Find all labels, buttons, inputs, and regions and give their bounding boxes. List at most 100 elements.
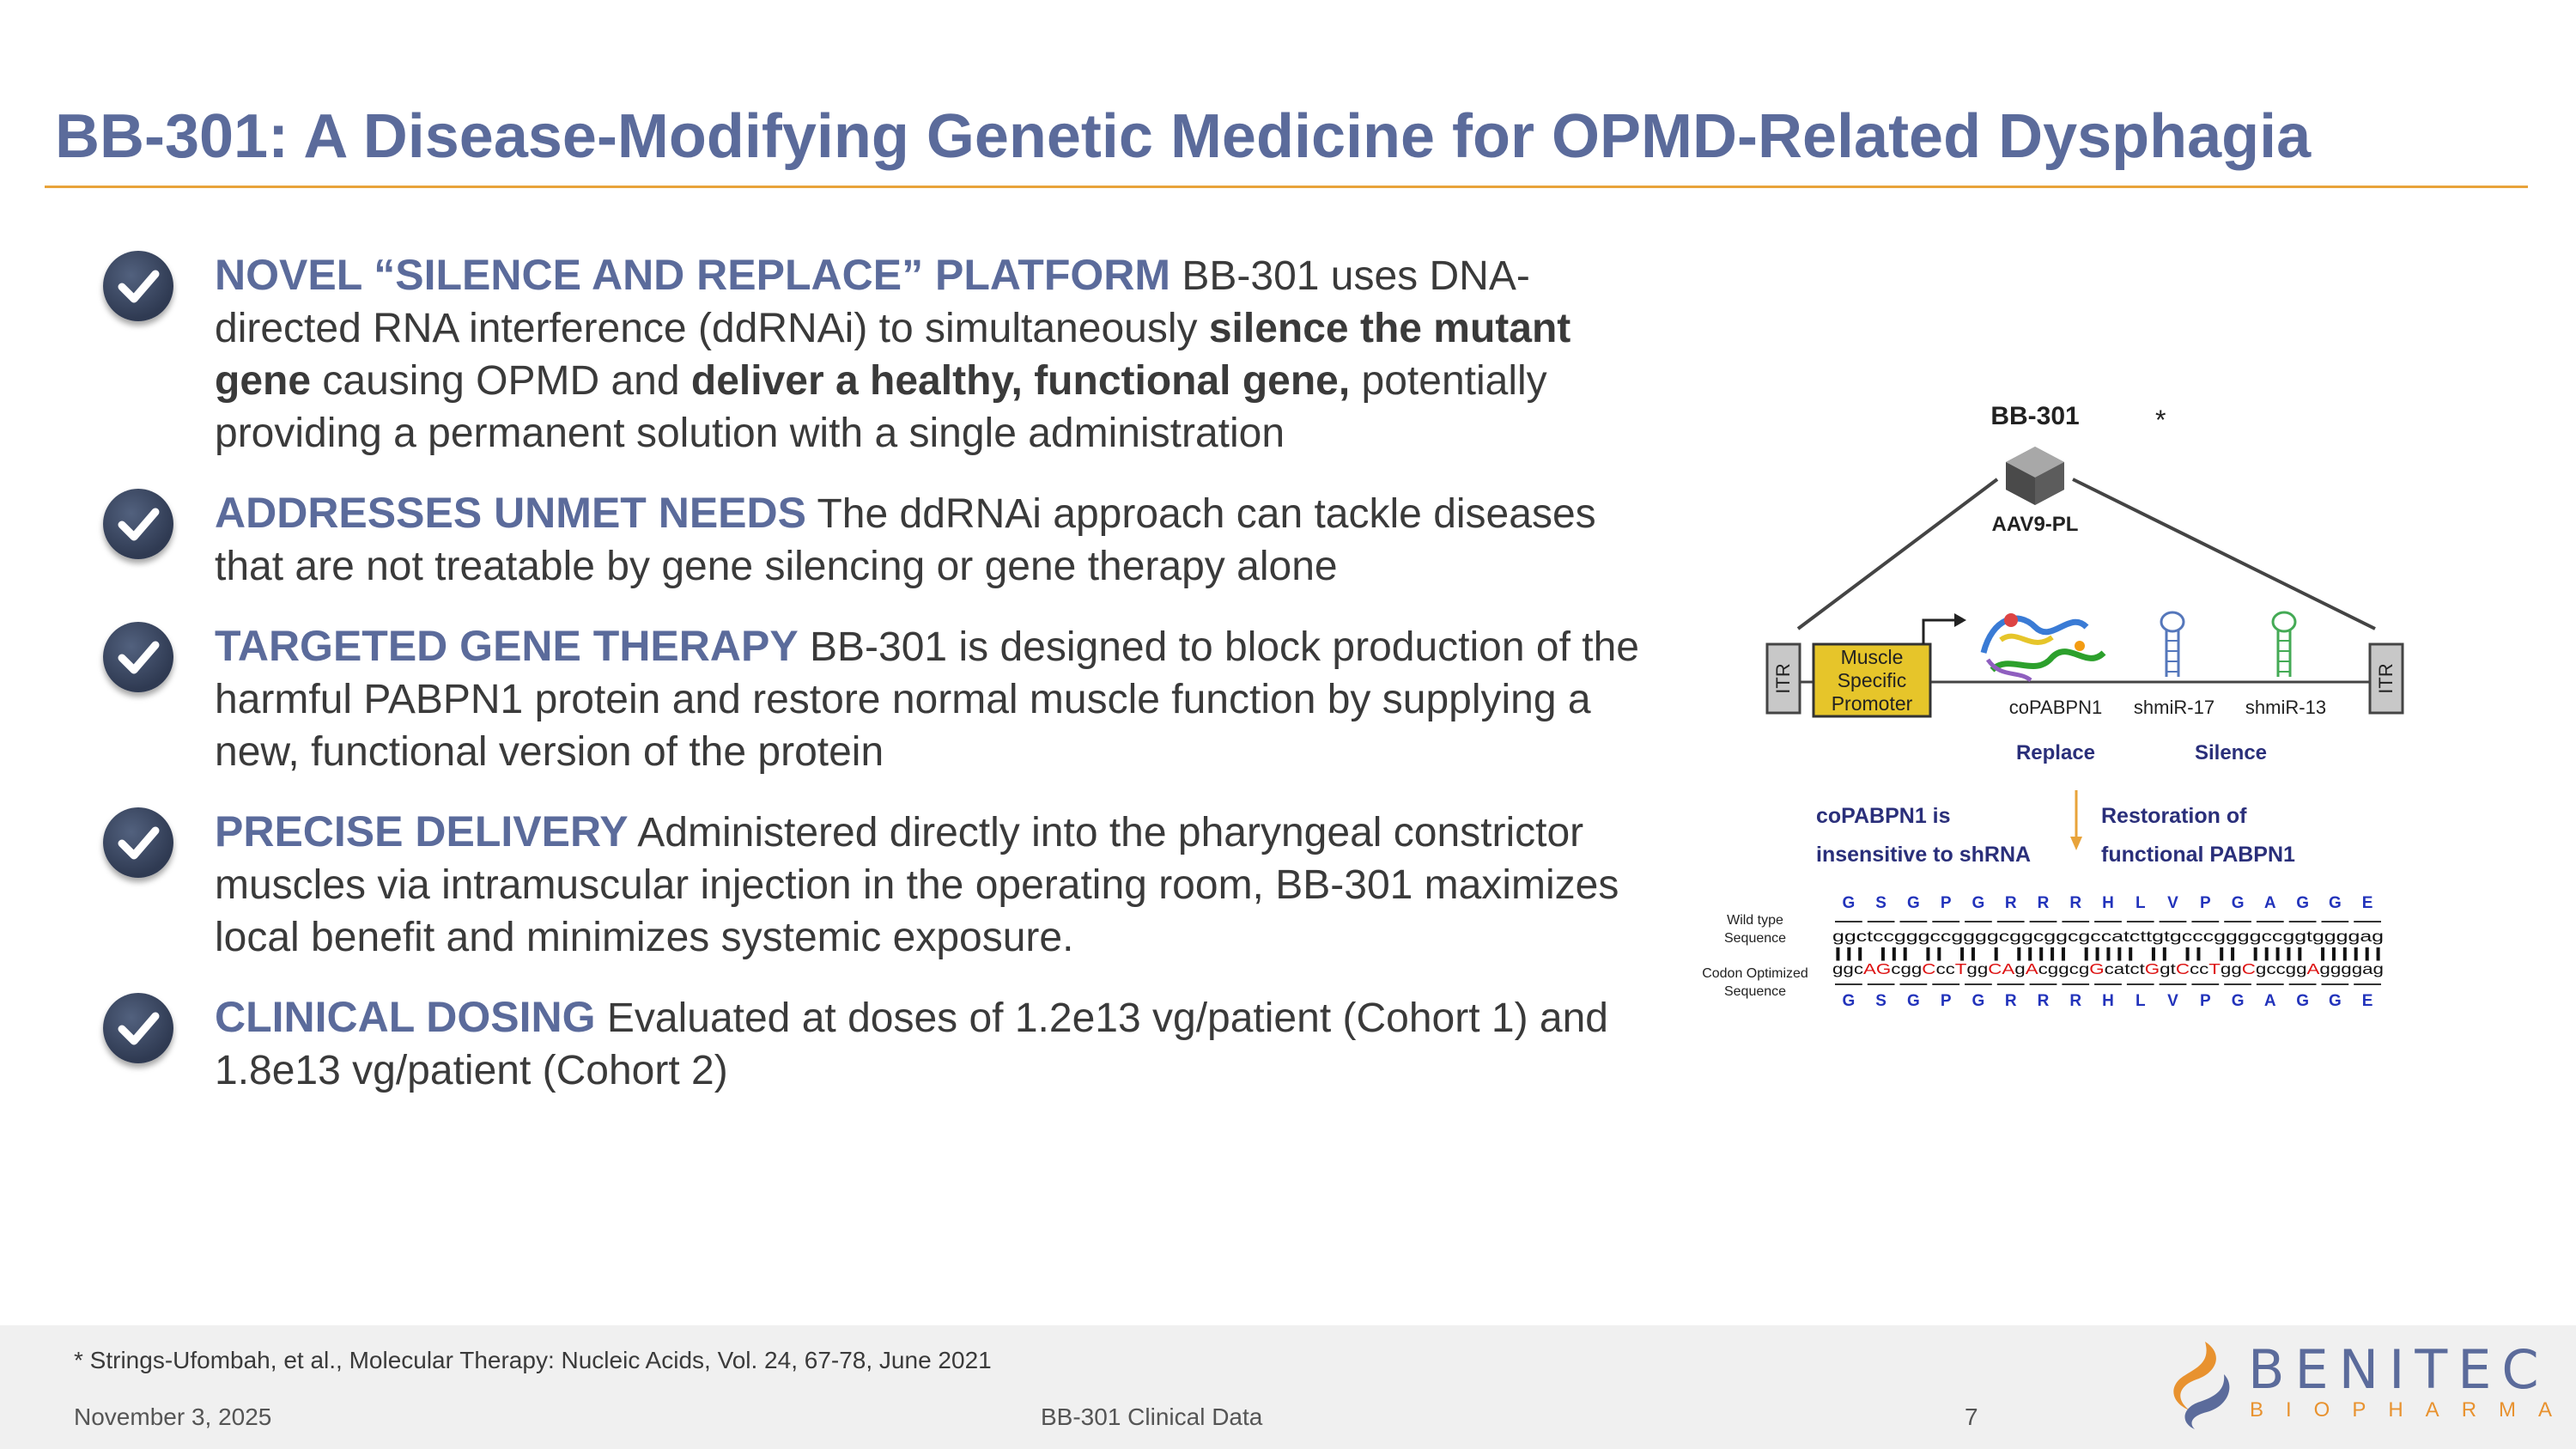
sequence-base: G <box>1876 960 1891 977</box>
bullet-text: potentially providing a permanent soluti… <box>215 358 1547 456</box>
amino-acid-letter: R <box>2069 992 2081 1010</box>
footer-bar <box>0 1325 2576 1449</box>
sequence-base: A <box>1863 960 1877 977</box>
sequence-base: C <box>1922 960 1935 977</box>
amino-acid-letter: S <box>1875 894 1886 912</box>
sequence-base: g <box>2256 960 2266 977</box>
vector-line-left <box>1796 478 1999 630</box>
bullet-item: ADDRESSES UNMET NEEDS The ddRNAi approac… <box>101 487 1647 593</box>
bullet-text: BB-301 uses DNA-directed RNA interferenc… <box>215 253 1530 351</box>
checkmark-icon <box>103 993 173 1063</box>
amino-acid-letter: E <box>2362 992 2373 1010</box>
amino-acid-letter: S <box>1875 992 1886 1010</box>
bullet-text: BB-301 is designed to block production o… <box>215 624 1639 775</box>
amino-acid-letter: R <box>2038 992 2050 1010</box>
protein-structure-icon <box>1980 613 2106 683</box>
codon-opt-label-line1: Codon Optimized <box>1702 966 1808 981</box>
title-divider <box>45 186 2528 188</box>
sequence-base: C <box>2176 960 2190 977</box>
gene-label-shmir13: shmiR-13 <box>2245 697 2326 718</box>
sequence-base: g <box>2330 960 2341 977</box>
sequence-match-line: ||| ||| || || | ||||| ||||| || || || |||… <box>1832 945 2384 961</box>
wild-type-label-line1: Wild type <box>1727 913 1783 928</box>
footer-title: BB-301 Clinical Data <box>1041 1403 1263 1430</box>
bb301-construct-diagram: BB-301 * AAV9-PL ITR ITR Muscle Specific… <box>1702 402 2404 1010</box>
amino-acid-letter: P <box>1941 992 1952 1010</box>
bullet-heading: ADDRESSES UNMET NEEDS <box>215 489 806 537</box>
sequence-base: g <box>2296 960 2306 977</box>
amino-acid-letter: G <box>2232 992 2245 1010</box>
amino-acid-letter: V <box>2167 894 2178 912</box>
vector-line-right <box>2072 478 2376 630</box>
sequence-base: g <box>2221 960 2231 977</box>
logo-wordmark: BENITEC <box>2248 1338 2549 1401</box>
transcription-arrow-icon <box>1922 613 1966 644</box>
bullet-item: PRECISE DELIVERY Administered directly i… <box>101 806 1647 964</box>
sequence-base: g <box>1843 960 1853 977</box>
amino-acid-letter: R <box>2005 992 2017 1010</box>
amino-acid-letter: E <box>2362 894 2373 912</box>
bullet-emphasis: silence the mutant gene <box>215 306 1571 404</box>
left-note-line2: insensitive to shRNA <box>1816 843 2031 867</box>
right-note-line2: functional PABPN1 <box>2101 843 2295 867</box>
amino-acid-letter: G <box>1972 992 1985 1010</box>
amino-acid-letter: L <box>2136 992 2146 1010</box>
sequence-base: g <box>1978 960 1988 977</box>
sequence-base: g <box>2373 960 2384 977</box>
bullet-heading: PRECISE DELIVERY <box>215 807 629 855</box>
sequence-base: c <box>2190 960 2200 977</box>
wild-type-sequence: ggctccgggccggggcggcggcgccatcttgtgcccgggg… <box>1832 928 2384 945</box>
footer-date: November 3, 2025 <box>74 1403 272 1430</box>
sequence-base: t <box>2171 960 2176 977</box>
itr-left-label: ITR <box>1772 663 1794 693</box>
sequence-base: g <box>2286 960 2296 977</box>
sequence-base: G <box>2089 960 2104 977</box>
sequence-base: a <box>2362 960 2373 977</box>
amino-acid-letter: G <box>1843 894 1856 912</box>
sequence-base: c <box>2129 960 2140 977</box>
footnote-reference: * Strings-Ufombah, et al., Molecular The… <box>74 1347 992 1373</box>
sequence-base: g <box>2231 960 2241 977</box>
bullet-item: NOVEL “SILENCE AND REPLACE” PLATFORM BB-… <box>101 249 1647 460</box>
sequence-base: g <box>2352 960 2362 977</box>
bullet-text: Administered directly into the pharyngea… <box>215 810 1619 960</box>
sequence-base: g <box>2319 960 2330 977</box>
sequence-base: T <box>2208 960 2221 977</box>
checkmark-icon <box>103 622 173 692</box>
vector-label: AAV9-PL <box>1992 513 2079 536</box>
right-note-line1: Restoration of <box>2101 804 2247 828</box>
product-label: BB-301 <box>1990 402 2079 430</box>
checkmark-icon <box>103 251 173 321</box>
sequence-base: a <box>2114 960 2125 977</box>
bullet-item: CLINICAL DOSING Evaluated at doses of 1.… <box>101 991 1647 1097</box>
amino-acid-letter: R <box>2038 894 2050 912</box>
sequence-base: g <box>1900 960 1911 977</box>
page-title: BB-301: A Disease-Modifying Genetic Medi… <box>55 102 2312 171</box>
asterisk-label: * <box>2155 405 2166 435</box>
sequence-base: g <box>2341 960 2351 977</box>
bullet-heading: NOVEL “SILENCE AND REPLACE” PLATFORM <box>215 251 1171 299</box>
sequence-base: c <box>2276 960 2287 977</box>
bullet-heading: TARGETED GENE THERAPY <box>215 622 799 670</box>
amino-acid-letter: H <box>2102 894 2114 912</box>
itr-right-box <box>2368 642 2404 715</box>
amino-acid-letter: G <box>2296 894 2309 912</box>
shmir13-hairpin-icon <box>2271 611 2297 677</box>
amino-acid-letter: G <box>2296 992 2309 1010</box>
amino-acid-letter: R <box>2069 894 2081 912</box>
gene-label-shmir17: shmiR-17 <box>2134 697 2215 718</box>
sequence-base: c <box>2038 960 2049 977</box>
amino-acid-letter: G <box>2329 992 2342 1010</box>
logo-subtitle: BIOPHARMA <box>2250 1398 2575 1422</box>
sequence-base: g <box>2160 960 2170 977</box>
bullet-emphasis: deliver a healthy, functional gene, <box>690 358 1351 404</box>
benitec-logo-mark-icon <box>2173 1342 2230 1429</box>
amino-acid-letter: R <box>2005 894 2017 912</box>
amino-acid-letter: A <box>2264 894 2276 912</box>
amino-acid-letter: P <box>2200 894 2211 912</box>
sequence-base: g <box>2079 960 2089 977</box>
sequence-base: g <box>1966 960 1977 977</box>
sequence-base: t <box>2140 960 2145 977</box>
